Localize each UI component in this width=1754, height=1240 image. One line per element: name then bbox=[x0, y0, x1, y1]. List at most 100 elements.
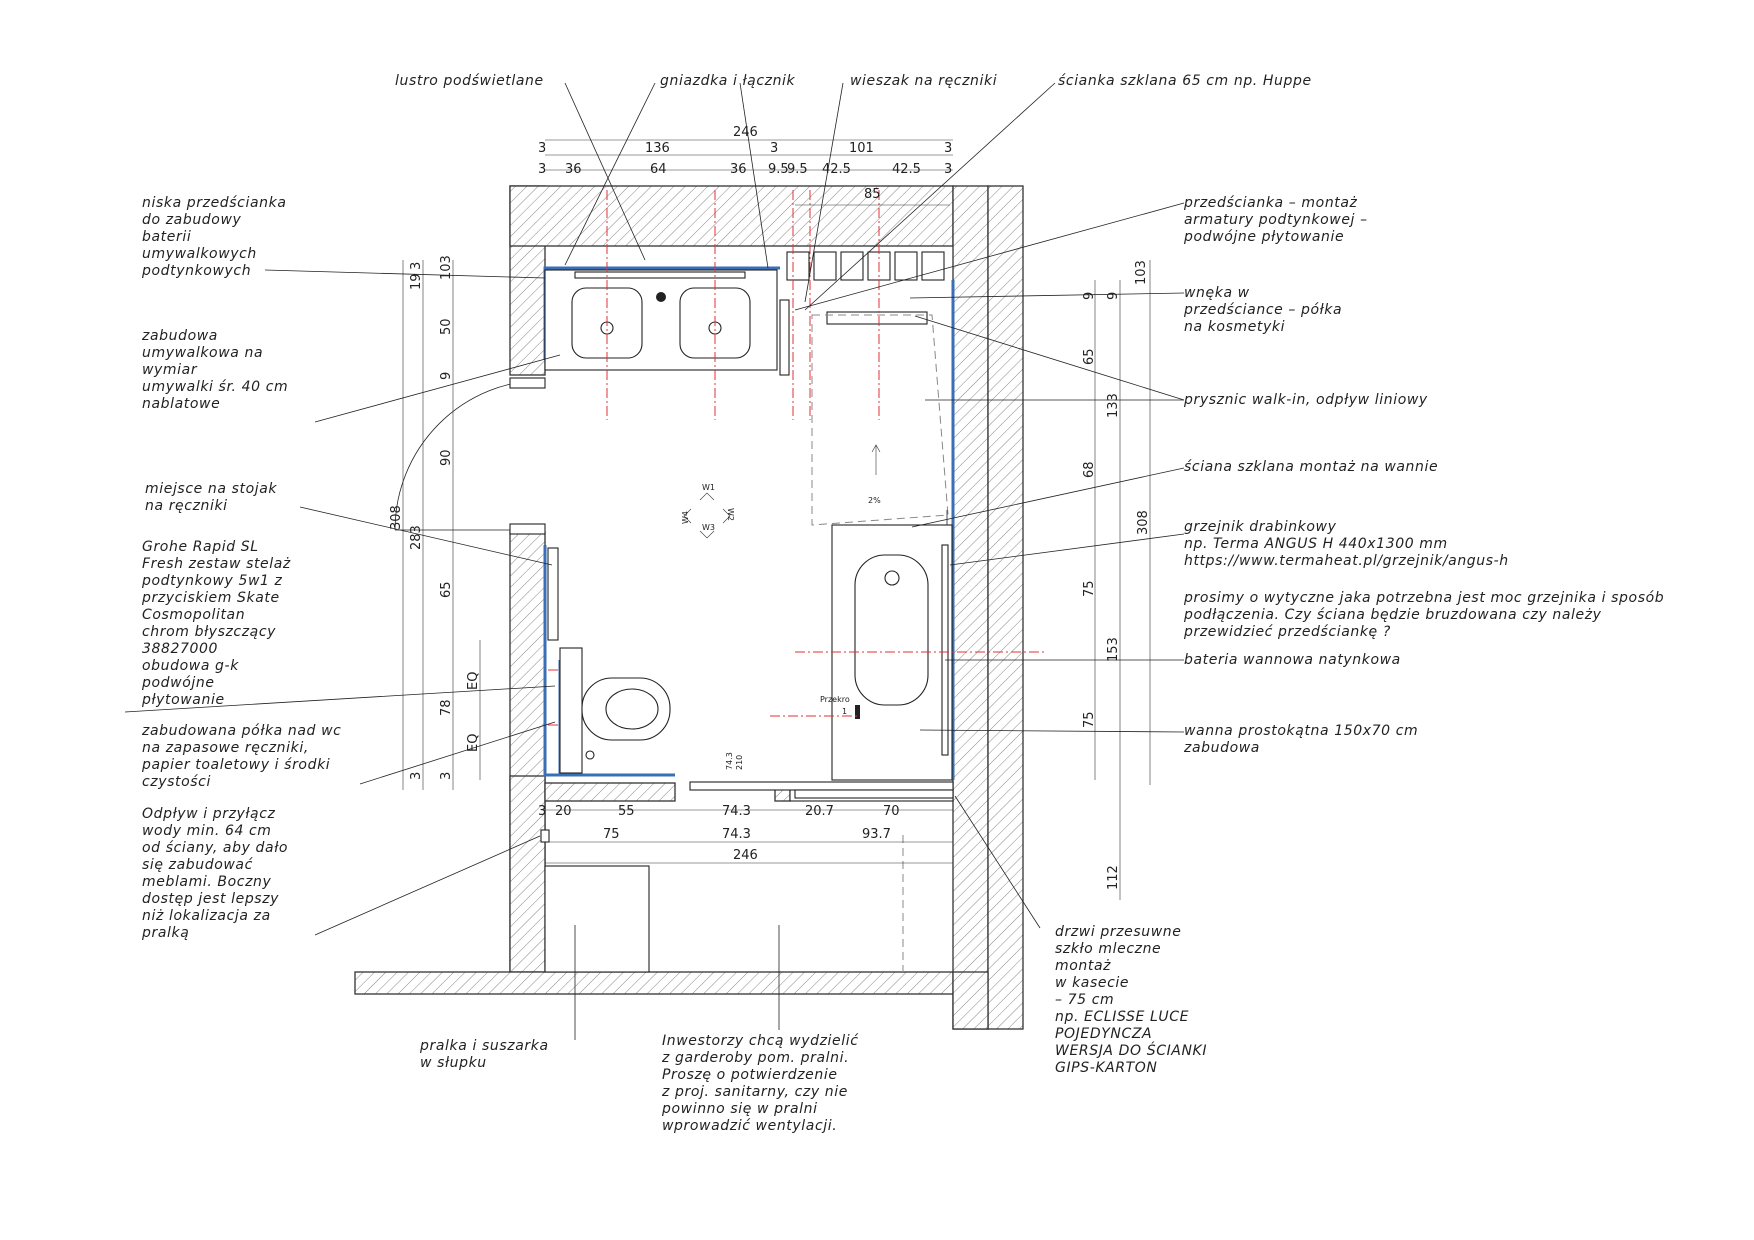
dim: 3 bbox=[770, 141, 778, 156]
door-height-label: 210 bbox=[735, 755, 744, 770]
wall-bottom-partition-left bbox=[544, 782, 676, 802]
label-line: od ściany, aby dało bbox=[142, 840, 288, 856]
axis-arrow-w1 bbox=[699, 492, 715, 501]
label-line: przedścianka – montaż bbox=[1183, 195, 1358, 211]
label-sciana-wanna: ściana szklana montaż na wannie bbox=[1184, 459, 1438, 475]
label-line: nablatowe bbox=[142, 396, 220, 412]
dim: EQ bbox=[466, 672, 481, 690]
label-line: przyciskiem Skate bbox=[141, 590, 280, 606]
label-line: umywalki śr. 40 cm bbox=[142, 379, 288, 395]
label-polka-wc: zabudowana półka nad wc na zapasowe ręcz… bbox=[141, 723, 341, 790]
dim: 50 bbox=[439, 318, 454, 335]
label-line: szkło mleczne bbox=[1055, 941, 1161, 957]
label-line: umywalkowa na bbox=[142, 345, 263, 361]
label-line: https://www.termaheat.pl/grzejnik/angus-… bbox=[1184, 553, 1509, 569]
axis-label: W3 bbox=[702, 523, 715, 532]
dim: 85 bbox=[864, 187, 881, 202]
niche-block bbox=[921, 251, 945, 281]
dim: 90 bbox=[439, 449, 454, 466]
dim: 70 bbox=[883, 804, 900, 819]
axis-label: W1 bbox=[702, 483, 715, 492]
towel-rack bbox=[547, 547, 559, 641]
dim: 3 bbox=[439, 772, 454, 780]
label-line: zabudowa bbox=[1183, 740, 1260, 756]
label-line: wody min. 64 cm bbox=[142, 823, 272, 839]
dim: 78 bbox=[439, 699, 454, 716]
label-line: umywalkowych bbox=[142, 246, 257, 262]
label-line: Inwestorzy chcą wydzielić bbox=[662, 1033, 859, 1049]
dim: 93.7 bbox=[862, 827, 891, 842]
dim: 9 bbox=[1106, 292, 1121, 300]
label-line: np. Terma ANGUS H 440x1300 mm bbox=[1184, 536, 1448, 552]
label-bateria: bateria wannowa natynkowa bbox=[1184, 652, 1401, 668]
wc-drain bbox=[585, 750, 595, 760]
label-line: Cosmopolitan bbox=[142, 607, 245, 623]
label-line: z garderoby pom. pralni. bbox=[661, 1050, 849, 1066]
annotations: lustro podświetlane gniazdka i łącznik w… bbox=[141, 73, 1664, 1134]
label-line: wnęka w bbox=[1184, 285, 1250, 301]
label-lustro: lustro podświetlane bbox=[395, 73, 544, 89]
dim: 101 bbox=[849, 141, 874, 156]
dim-top-total: 246 bbox=[733, 125, 758, 140]
label-prosimy: prosimy o wytyczne jaka potrzebna jest m… bbox=[1183, 590, 1664, 640]
label-line: Odpływ i przyłącz bbox=[142, 806, 276, 822]
dim: 65 bbox=[1082, 348, 1097, 365]
label-line: wymiar bbox=[142, 362, 198, 378]
dim: 3 bbox=[944, 162, 952, 177]
dim: 9.5 bbox=[768, 162, 789, 177]
dim: 112 bbox=[1106, 865, 1121, 890]
bathtub-basin bbox=[854, 554, 929, 706]
label-stojak: miejsce na stojak na ręczniki bbox=[145, 481, 277, 514]
label-line: z proj. sanitarny, czy nie bbox=[661, 1084, 848, 1100]
wall-right bbox=[952, 185, 989, 1030]
label-line: w słupku bbox=[420, 1055, 487, 1071]
dim: 3 bbox=[538, 804, 546, 819]
door-swing-arc bbox=[394, 379, 546, 531]
label-scianka65: ścianka szklana 65 cm np. Huppe bbox=[1058, 73, 1312, 89]
label-inwestorzy: Inwestorzy chcą wydzielić z garderoby po… bbox=[661, 1033, 859, 1134]
label-wneka: wnęka w przedściance – półka na kosmetyk… bbox=[1183, 285, 1342, 335]
label-line: niska przedścianka bbox=[142, 195, 287, 211]
dim: 65 bbox=[439, 581, 454, 598]
label-line: przewidzieć przedściankę ? bbox=[1183, 624, 1391, 640]
dim: 9.5 bbox=[787, 162, 808, 177]
center-axes bbox=[606, 190, 1045, 717]
walk-in-shower-zone bbox=[811, 314, 949, 526]
mirror bbox=[574, 271, 746, 279]
wall-right-outer bbox=[987, 185, 1024, 1030]
label-line: GIPS-KARTON bbox=[1055, 1060, 1158, 1076]
label-line: grzejnik drabinkowy bbox=[1184, 519, 1337, 535]
dim: 75 bbox=[603, 827, 620, 842]
section-label: 1 bbox=[842, 707, 847, 716]
label-grohe: Grohe Rapid SL Fresh zestaw stelaż podty… bbox=[141, 539, 290, 708]
label-line: się zabudować bbox=[142, 857, 254, 873]
label-line: na zapasowe ręczniki, bbox=[142, 740, 309, 756]
label-line: podłączenia. Czy ściana będzie bruzdowan… bbox=[1183, 607, 1602, 623]
dim: 246 bbox=[733, 848, 758, 863]
label-line: papier toaletowy i środki bbox=[141, 757, 330, 773]
dim: 42.5 bbox=[892, 162, 921, 177]
fixtures bbox=[394, 269, 954, 973]
dim: 3 bbox=[409, 772, 424, 780]
wall-left-laundry bbox=[509, 775, 546, 973]
label-line: meblami. Boczny bbox=[142, 874, 272, 890]
dim: 283 bbox=[409, 525, 424, 550]
label-grzejnik: grzejnik drabinkowy np. Terma ANGUS H 44… bbox=[1184, 519, 1509, 569]
dim: 308 bbox=[1136, 510, 1151, 535]
sliding-door-track bbox=[794, 789, 954, 799]
label-line: miejsce na stojak bbox=[145, 481, 277, 497]
label-gniazdka: gniazdka i łącznik bbox=[660, 73, 796, 89]
label-niska: niska przedścianka do zabudowy baterii u… bbox=[141, 195, 287, 279]
dim: EQ bbox=[466, 734, 481, 752]
label-line: chrom błyszczący bbox=[142, 624, 276, 640]
label-line: pralką bbox=[141, 925, 189, 941]
dim: 20.7 bbox=[805, 804, 834, 819]
label-line: na ręczniki bbox=[145, 498, 228, 514]
label-line: wanna prostokątna 150x70 cm bbox=[1184, 723, 1418, 739]
socket-icon bbox=[656, 292, 666, 302]
dim: 3 bbox=[538, 141, 546, 156]
label-line: wprowadzić wentylacji. bbox=[662, 1118, 837, 1134]
axis-label: W2 bbox=[726, 508, 735, 521]
dim: 75 bbox=[1082, 580, 1097, 597]
